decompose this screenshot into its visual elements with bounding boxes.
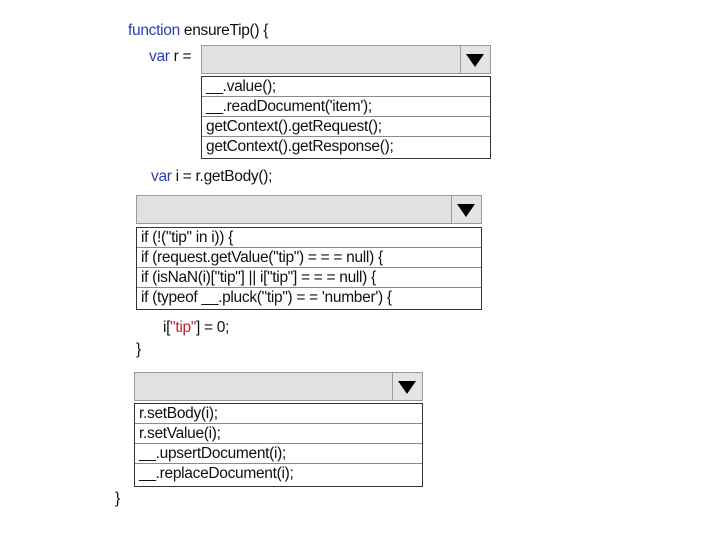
dropdown-tip-condition-options: if (!("tip" in i)) { if (request.getValu… [136, 227, 482, 310]
dropdown-r-source-options: __.value(); __.readDocument('item'); get… [201, 76, 491, 159]
dropdown-option[interactable]: getContext().getRequest(); [202, 117, 490, 137]
dropdown-option[interactable]: __.readDocument('item'); [202, 97, 490, 117]
dropdown-option[interactable]: if (request.getValue("tip") = = = null) … [137, 248, 481, 268]
var-keyword: var [151, 168, 172, 185]
dropdown-set-response-select[interactable] [134, 372, 423, 401]
triangle-down-icon [457, 204, 475, 217]
function-declaration: function ensureTip() { [128, 21, 268, 41]
dropdown-tip-condition-toggle[interactable] [451, 196, 481, 223]
dropdown-r-source-select[interactable] [201, 45, 491, 74]
dropdown-option[interactable]: __.replaceDocument(i); [139, 465, 294, 482]
dropdown-option[interactable]: if (isNaN(i)["tip"] || i["tip"] = = = nu… [137, 268, 481, 288]
dropdown-option[interactable]: __.upsertDocument(i); [135, 444, 422, 464]
function-keyword: function [128, 22, 180, 39]
dropdown-option[interactable]: r.setBody(i); [135, 404, 422, 424]
tip-prefix: i[ [163, 319, 171, 336]
inner-closing-brace: } [136, 341, 141, 358]
tip-suffix: ] = 0; [196, 319, 230, 336]
dropdown-option[interactable]: if (typeof __.pluck("tip") = = 'number')… [141, 289, 392, 306]
function-signature: ensureTip() { [179, 22, 269, 39]
var-i-assign: i = r.getBody(); [171, 168, 273, 185]
var-r-declaration: var r = [149, 47, 192, 67]
dropdown-option[interactable]: if (!("tip" in i)) { [137, 228, 481, 248]
dropdown-tip-condition-select[interactable] [136, 195, 482, 224]
dropdown-set-response-toggle[interactable] [392, 373, 422, 400]
var-r-assign: r = [169, 48, 192, 65]
dropdown-r-source-toggle[interactable] [460, 46, 490, 73]
dropdown-option[interactable]: __.value(); [202, 77, 490, 97]
dropdown-option[interactable]: r.setValue(i); [135, 424, 422, 444]
tip-string: "tip" [170, 319, 197, 336]
outer-closing-brace: } [115, 490, 120, 507]
var-i-declaration: var i = r.getBody(); [151, 167, 272, 187]
var-keyword: var [149, 48, 170, 65]
dropdown-set-response: r.setBody(i); r.setValue(i); __.upsertDo… [134, 372, 423, 488]
dropdown-set-response-options: r.setBody(i); r.setValue(i); __.upsertDo… [134, 403, 423, 487]
triangle-down-icon [398, 381, 416, 394]
tip-assignment: i["tip"] = 0; [163, 318, 229, 338]
dropdown-option[interactable]: getContext().getResponse(); [206, 138, 394, 155]
triangle-down-icon [466, 54, 484, 67]
dropdown-tip-condition: if (!("tip" in i)) { if (request.getValu… [136, 195, 482, 311]
dropdown-r-source: __.value(); __.readDocument('item'); get… [201, 45, 491, 160]
